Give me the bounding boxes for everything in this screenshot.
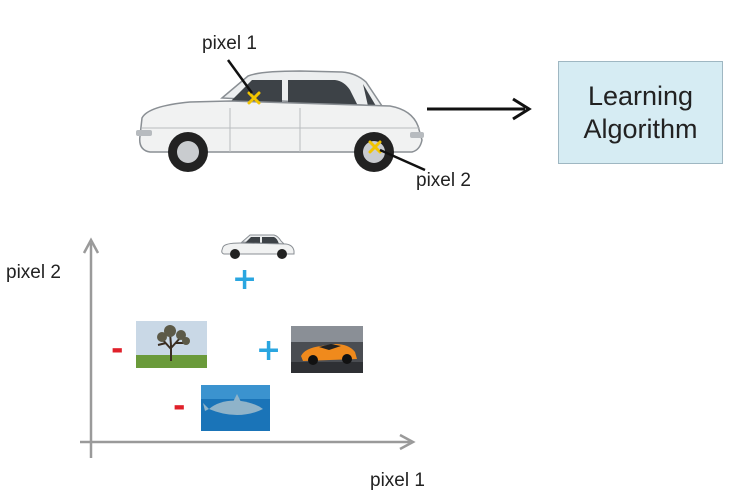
minus-sign-tree: - <box>111 332 124 367</box>
dolphin-thumbnail <box>201 385 270 431</box>
pixel1-marker-icon <box>247 91 261 105</box>
pixel1-label: pixel 1 <box>202 33 257 54</box>
algorithm-box-line1: Learning <box>587 80 694 111</box>
car-thumbnail <box>221 234 295 259</box>
plus-sign-car: + <box>232 262 258 297</box>
right-arrow-icon <box>427 97 532 121</box>
tree-thumbnail <box>136 321 207 368</box>
y-axis-label: pixel 2 <box>6 262 61 283</box>
learning-algorithm-box: Learning Algorithm <box>558 61 723 164</box>
sports-car-thumbnail <box>291 326 363 373</box>
pixel2-label: pixel 2 <box>416 170 471 191</box>
minus-sign-dolphin: - <box>173 389 186 424</box>
algorithm-box-line2: Algorithm <box>583 113 698 144</box>
plus-sign-sports-car: + <box>256 333 282 368</box>
car-image <box>136 70 424 172</box>
pixel2-marker-icon <box>368 140 382 154</box>
x-axis-label: pixel 1 <box>370 470 425 491</box>
